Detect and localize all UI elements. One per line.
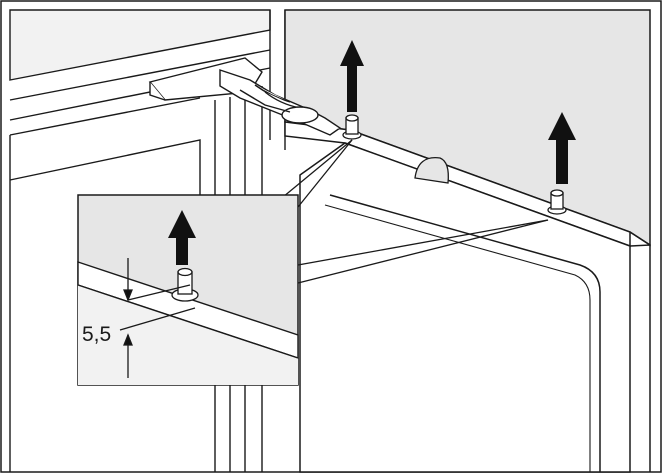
hinge-pin-right (547, 189, 567, 215)
callout-leaders (282, 139, 549, 284)
cabinet-niche (9, 9, 286, 472)
hinge-pin-detail (171, 267, 199, 302)
dimension-label: 5,5 (82, 323, 111, 346)
door-hinge (148, 57, 342, 136)
lift-arrow-right (548, 112, 576, 184)
lift-arrow-detail (168, 210, 196, 265)
hinge-pin-left (342, 114, 362, 140)
lift-arrow-left (340, 40, 364, 112)
door-knob (414, 157, 449, 184)
door-panel (284, 9, 651, 473)
dimension-marks (119, 258, 196, 378)
